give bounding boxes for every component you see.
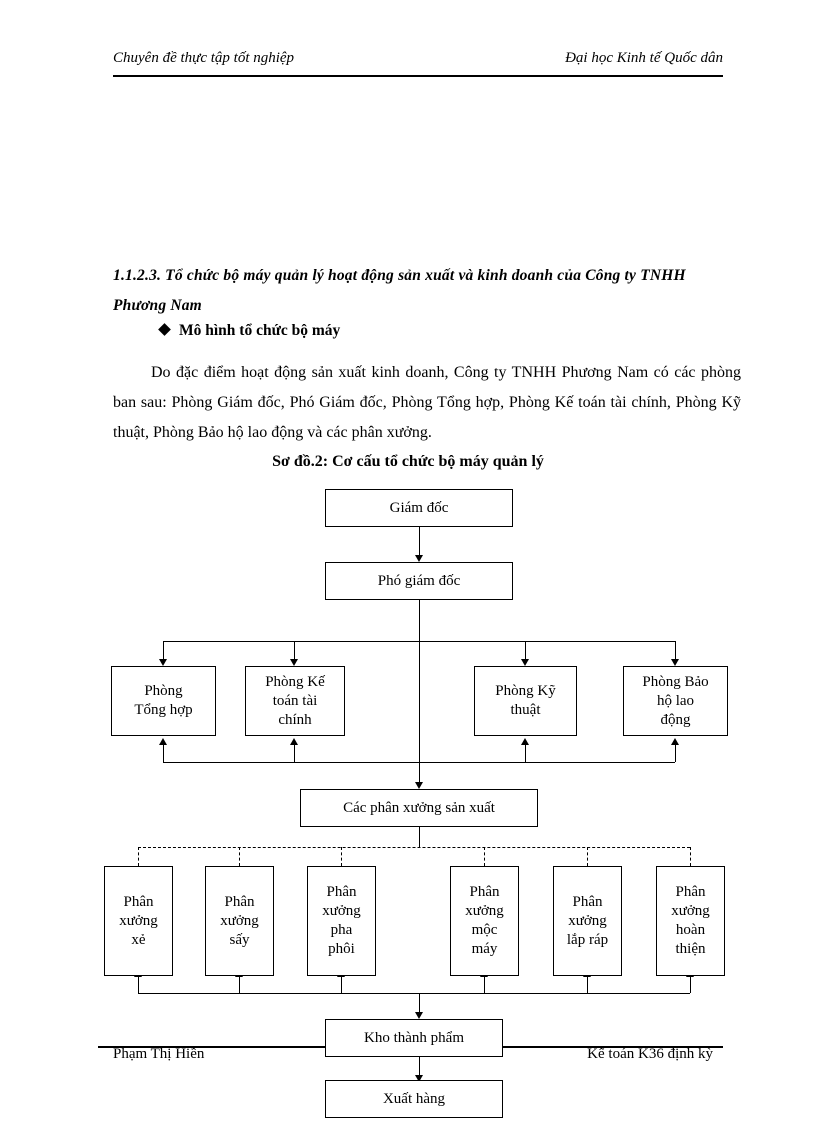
node-px-say-label: Phân xưởng sấy [220,893,259,948]
collector-moc-may [484,976,485,993]
node-px-moc-may: Phân xưởng mộc máy [450,866,519,976]
return-bus-departments [163,762,675,763]
node-px-say: Phân xưởng sấy [205,866,274,976]
node-px-hoan-thien: Phân xưởng hoàn thiện [656,866,725,976]
dashed-drop-xe [138,847,139,866]
node-px-pha-phoi-label: Phân xưởng pha phôi [322,884,361,957]
node-pho-giam-doc: Phó giám đốc [325,562,513,600]
node-px-pha-phoi: Phân xưởng pha phôi [307,866,376,976]
page-header: Chuyên đề thực tập tốt nghiệp Đại học Ki… [113,50,723,67]
connector-kho-xuat-hang [419,1057,420,1077]
connector-pgd-phanxuong [419,641,420,782]
node-phong-tong-hop: Phòng Tổng hợp [111,666,216,736]
node-phong-ky-thuat-label: Phòng Kỹ thuật [495,683,556,718]
connector-drop-ke-toan [294,641,295,661]
collector-lap-rap [587,976,588,993]
node-giam-doc: Giám đốc [325,489,513,527]
dashed-drop-hoan-thien [690,847,691,866]
section-heading: 1.1.2.3. Tổ chức bộ máy quản lý hoạt độn… [113,267,686,314]
bullet-heading-label: Mô hình tổ chức bộ máy [179,322,341,339]
paragraph-text: Do đặc điểm hoạt động sản xuất kinh doan… [113,364,741,441]
dashed-drop-say [239,847,240,866]
collector-bus-workshops [138,993,690,994]
arrow-ky-thuat [521,659,529,666]
arrow-bao-ho [671,659,679,666]
collector-xe [138,976,139,993]
node-phong-bao-ho: Phòng Bảo hộ lao động [623,666,728,736]
arrow-gd-pgd [415,555,423,562]
node-px-hoan-thien-label: Phân xưởng hoàn thiện [671,884,710,957]
collector-pha-phoi [341,976,342,993]
arrow-phanxuong [415,782,423,789]
footer-left-text: Phạm Thị Hiền [113,1046,205,1062]
connector-phanxuong-down [419,827,420,847]
header-left-text: Chuyên đề thực tập tốt nghiệp [113,50,295,66]
node-kho-thanh-pham: Kho thành phẩm [325,1019,503,1057]
diagram-title: Sơ đồ.2: Cơ cấu tổ chức bộ máy quản lý [272,453,544,470]
bullet-heading: Mô hình tổ chức bộ máy [158,322,341,340]
node-px-xe: Phân xưởng xẻ [104,866,173,976]
arrow-return-ky-thuat [521,738,529,745]
arrow-return-ke-toan [290,738,298,745]
node-px-xe-label: Phân xưởng xẻ [119,893,158,948]
dashed-drop-moc-may [484,847,485,866]
dashed-bus-workshops [138,847,690,848]
connector-bus-kho [419,993,420,1013]
connector-pgd-bus [419,600,420,641]
body-paragraph: Do đặc điểm hoạt động sản xuất kinh doan… [113,358,741,448]
return-ke-toan [294,744,295,762]
connector-drop-bao-ho [675,641,676,661]
arrow-xuat-hang [415,1075,423,1082]
node-phong-tong-hop-label: Phòng Tổng hợp [134,683,193,718]
dashed-drop-pha-phoi [341,847,342,866]
arrow-return-tong-hop [159,738,167,745]
header-divider [113,75,723,77]
node-px-lap-rap-label: Phân xưởng lắp ráp [566,893,609,948]
connector-drop-tong-hop [163,641,164,661]
connector-gd-pgd [419,527,420,556]
collector-hoan-thien [690,976,691,993]
arrow-ke-toan [290,659,298,666]
node-phong-bao-ho-label: Phòng Bảo hộ lao động [642,673,709,728]
arrow-kho [415,1012,423,1019]
arrow-return-bao-ho [671,738,679,745]
node-px-lap-rap: Phân xưởng lắp ráp [553,866,622,976]
arrow-tong-hop [159,659,167,666]
page-footer: Phạm Thị Hiền Kế toán K36 định kỳ [113,1046,713,1063]
collector-say [239,976,240,993]
header-right-text: Đại học Kinh tế Quốc dân [565,50,723,66]
return-ky-thuat [525,744,526,762]
return-bao-ho [675,744,676,762]
return-tong-hop [163,744,164,762]
connector-drop-ky-thuat [525,641,526,661]
node-xuat-hang: Xuất hàng [325,1080,503,1118]
node-px-moc-may-label: Phân xưởng mộc máy [465,884,504,957]
dashed-drop-lap-rap [587,847,588,866]
node-phong-ke-toan: Phòng Kế toán tài chính [245,666,345,736]
node-phong-ky-thuat: Phòng Kỹ thuật [474,666,577,736]
node-cac-phan-xuong: Các phân xưởng sản xuất [300,789,538,827]
node-phong-ke-toan-label: Phòng Kế toán tài chính [265,673,325,728]
footer-right-text: Kế toán K36 định kỳ [587,1046,713,1062]
